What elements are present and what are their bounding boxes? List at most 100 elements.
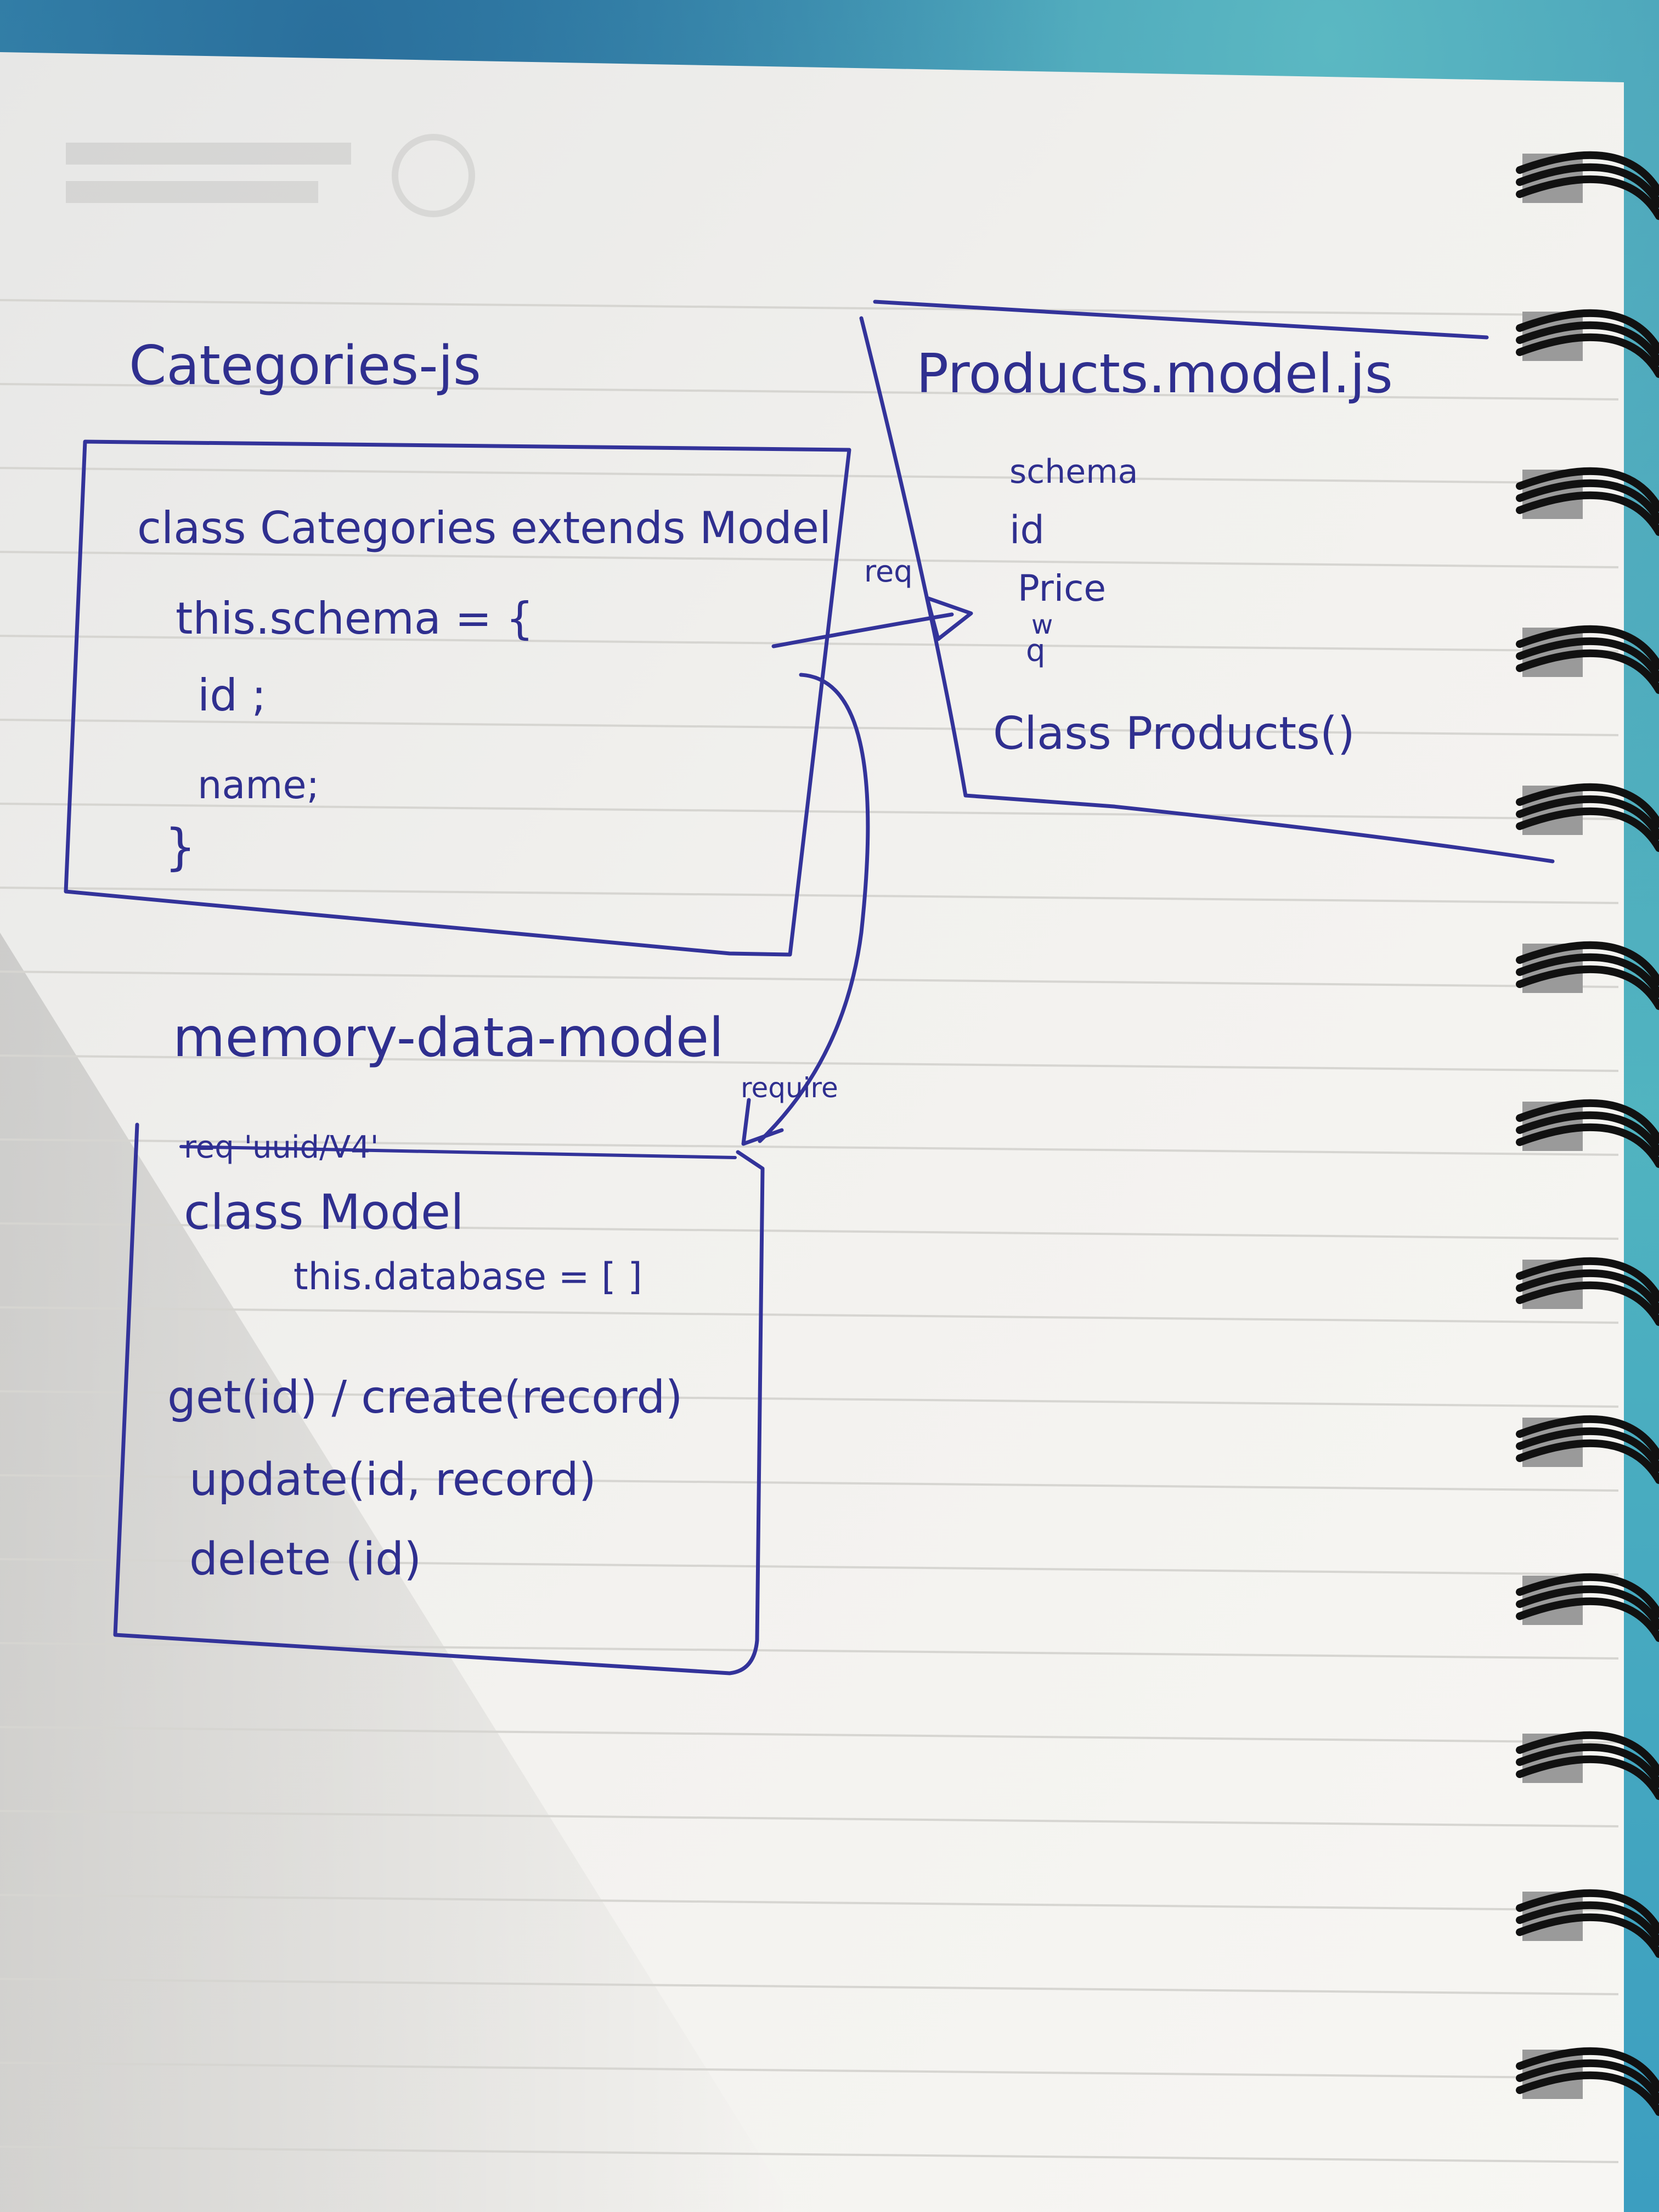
products-line-q: q: [1026, 633, 1046, 669]
spiral-wire: [1516, 467, 1659, 512]
spiral-wire: [1516, 625, 1659, 670]
spiral-wire: [1516, 479, 1659, 524]
arrow-require-line: [758, 673, 870, 1143]
spiral-binding: [1516, 151, 1659, 2116]
products-line-id: id: [1009, 507, 1045, 552]
spiral-wire: [1516, 1269, 1659, 1314]
categories-line-schema: this.schema = {: [176, 593, 534, 644]
categories-line-name: name;: [198, 763, 319, 808]
ruled-line: [0, 1558, 1619, 1576]
memory-line-get-create: get(id) / create(record): [167, 1372, 682, 1424]
ruled-line: [0, 1474, 1619, 1492]
ruled-line: [0, 1978, 1619, 1995]
ruled-line: [0, 551, 1619, 568]
spiral-wire: [1516, 1743, 1659, 1788]
spiral-wire: [1516, 953, 1659, 998]
spiral-wire: [1516, 2059, 1659, 2104]
ruled-line: [0, 2146, 1619, 2163]
spiral-wire: [1516, 491, 1659, 536]
spiral-wire: [1516, 1099, 1659, 1144]
spiral-wire: [1516, 1573, 1659, 1618]
spiral-ring: [1516, 1415, 1659, 1484]
spiral-wire: [1516, 1415, 1659, 1460]
arrow-req-label: req: [864, 554, 913, 589]
ruled-line: [0, 970, 1619, 988]
products-line-w: w: [1031, 610, 1053, 640]
arrow-require-head: [741, 1098, 784, 1146]
spiral-wire: [1516, 151, 1659, 196]
spiral-wire: [1516, 2071, 1659, 2116]
spiral-ring: [1516, 625, 1659, 694]
spiral-wire: [1516, 965, 1659, 1010]
ruled-line: [0, 1894, 1619, 1911]
spiral-wire: [1516, 1281, 1659, 1326]
memory-box: [113, 1122, 765, 1675]
spiral-ring: [1516, 1257, 1659, 1326]
spiral-wire: [1516, 1731, 1659, 1776]
spiral-wire: [1516, 1889, 1659, 1934]
ruled-line: [0, 299, 1619, 317]
spiral-wire: [1516, 783, 1659, 828]
ruled-line: [0, 1726, 1619, 1743]
ruled-line: [0, 1138, 1619, 1156]
spiral-wire: [1516, 1439, 1659, 1484]
spiral-wire: [1516, 649, 1659, 694]
products-box-top: [873, 300, 1489, 340]
products-line-price: Price: [1018, 567, 1106, 610]
spiral-wire: [1516, 1901, 1659, 1946]
ruled-line: [0, 2062, 1619, 2079]
ruled-line: [0, 1810, 1619, 1827]
spiral-ring: [1516, 151, 1659, 220]
spiral-wire: [1516, 1257, 1659, 1302]
spiral-wire: [1516, 1755, 1659, 1800]
ruled-line: [0, 1222, 1619, 1240]
ruled-line: [0, 467, 1619, 484]
products-line-class: Class Products(): [993, 708, 1355, 760]
ruled-line: [0, 803, 1619, 820]
spiral-wire: [1516, 637, 1659, 682]
ruled-line: [0, 719, 1619, 736]
spiral-ring: [1516, 783, 1659, 852]
memory-box-top: [179, 1145, 737, 1159]
ruled-line: [0, 1306, 1619, 1324]
products-title: Products.model.js: [916, 343, 1393, 405]
spiral-wire: [1516, 1585, 1659, 1630]
spiral-wire: [1516, 2047, 1659, 2092]
products-box-edge: [859, 316, 1555, 864]
ruled-line: [0, 1390, 1619, 1408]
categories-title: Categories-js: [129, 335, 481, 397]
categories-line-class: class Categories extends Model: [137, 503, 831, 554]
ruled-line: [0, 887, 1619, 904]
spiral-wire: [1516, 795, 1659, 840]
spiral-wire: [1516, 309, 1659, 354]
memory-line-delete: delete (id): [189, 1533, 421, 1585]
memory-title: memory-data-model: [173, 1007, 724, 1069]
ruled-lines: [0, 299, 1619, 2163]
memory-line-database: this.database = [ ]: [294, 1255, 642, 1299]
spiral-wire: [1516, 1597, 1659, 1642]
faint-logo: [66, 134, 475, 217]
spiral-wire: [1516, 175, 1659, 220]
memory-line-require: req 'uuid/V4': [184, 1130, 379, 1165]
categories-line-id: id ;: [198, 670, 266, 721]
spiral-ring: [1516, 1099, 1659, 1168]
spiral-ring: [1516, 1731, 1659, 1800]
spiral-wire: [1516, 1123, 1659, 1168]
spiral-wire: [1516, 321, 1659, 366]
spiral-ring: [1516, 467, 1659, 536]
hand-shadow: [0, 933, 795, 2212]
spiral-wire: [1516, 941, 1659, 986]
spiral-wire: [1516, 1427, 1659, 1472]
categories-box: [64, 439, 851, 957]
spiral-ring: [1516, 941, 1659, 1010]
spiral-wire: [1516, 333, 1659, 378]
spiral-ring: [1516, 309, 1659, 378]
ruled-line: [0, 1054, 1619, 1072]
spiral-wire: [1516, 163, 1659, 208]
ruled-line: [0, 635, 1619, 652]
spiral-wire: [1516, 1913, 1659, 1958]
spiral-wire: [1516, 1111, 1659, 1156]
arrow-require-label: require: [741, 1072, 838, 1104]
